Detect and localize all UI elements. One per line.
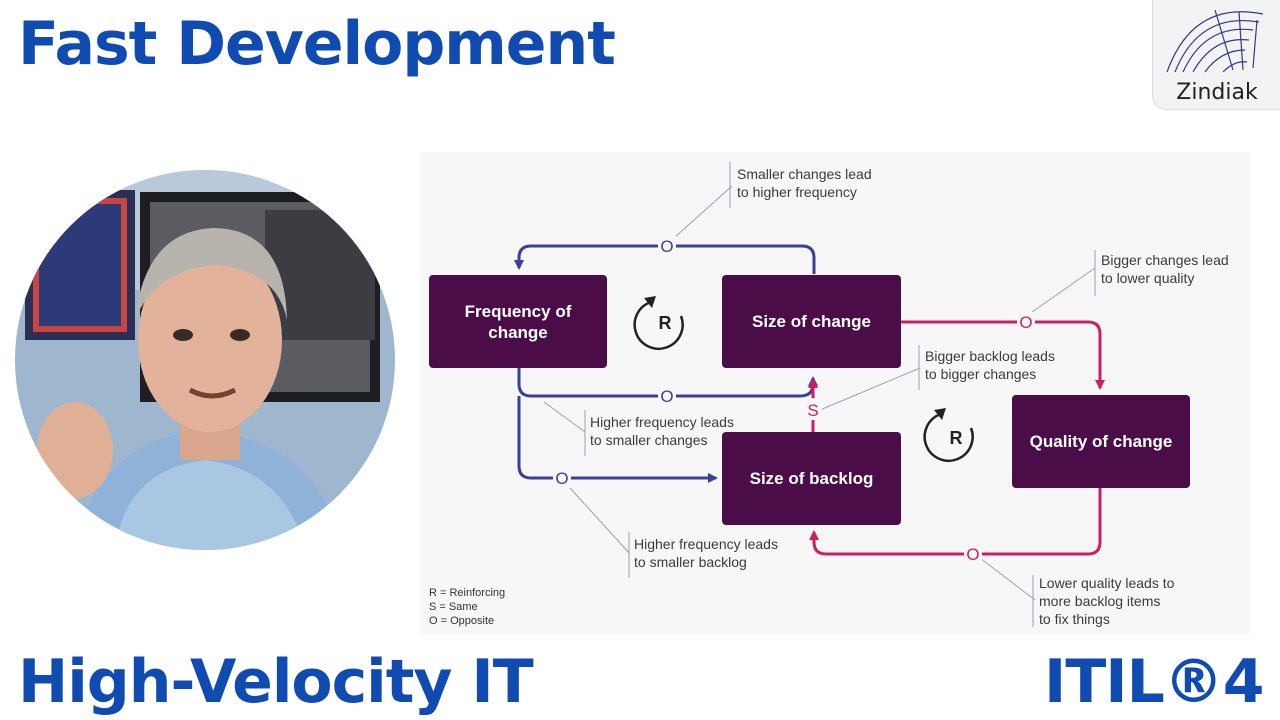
label-backlog-to-size: S bbox=[807, 401, 818, 420]
label-size-to-frequency: O bbox=[660, 237, 673, 256]
annotation-bigger-backlog: Bigger backlog leads to bigger changes bbox=[925, 348, 1055, 382]
legend-reinforcing: R = Reinforcing bbox=[429, 587, 506, 599]
title-fast-development: Fast Development bbox=[18, 9, 616, 79]
loop-marker-left: R bbox=[659, 313, 672, 333]
label-frequency-to-backlog: O bbox=[555, 469, 568, 488]
label-quality-to-backlog: O bbox=[966, 545, 979, 564]
label-size-to-quality: O bbox=[1019, 313, 1032, 332]
label-frequency-to-size: O bbox=[660, 387, 673, 406]
loop-icon: R bbox=[633, 296, 684, 350]
annotation-bigger-changes: Bigger changes lead to lower quality bbox=[1101, 252, 1229, 286]
annotation-smaller-changes: Smaller changes lead to higher frequency bbox=[737, 166, 872, 200]
loop-marker-right: R bbox=[950, 428, 963, 448]
loop-icon: R bbox=[923, 408, 974, 462]
annotation-higher-frequency-changes: Higher frequency leads to smaller change… bbox=[590, 414, 734, 448]
title-high-velocity-it: High-Velocity IT bbox=[18, 647, 534, 717]
spiral-icon bbox=[1166, 9, 1264, 73]
edge-quality-to-backlog bbox=[809, 488, 1102, 556]
edge-frequency-to-backlog bbox=[517, 396, 718, 483]
node-quality-of-change: Quality of change bbox=[1012, 395, 1190, 488]
title-itil4: ITIL®4 bbox=[1044, 647, 1265, 717]
legend-same: S = Same bbox=[429, 601, 478, 613]
node-size-of-backlog: Size of backlog bbox=[722, 432, 901, 525]
logo-text: Zindiak bbox=[1176, 80, 1258, 105]
zindiak-logo: Zindiak bbox=[1152, 0, 1280, 110]
node-size-of-change: Size of change bbox=[722, 275, 901, 368]
edge-size-to-quality bbox=[901, 320, 1105, 390]
legend-opposite: O = Opposite bbox=[429, 615, 495, 627]
node-frequency-of-change: Frequency of change bbox=[429, 275, 607, 368]
annotation-higher-frequency-backlog: Higher frequency leads to smaller backlo… bbox=[634, 536, 778, 570]
annotation-lower-quality: Lower quality leads to more backlog item… bbox=[1039, 575, 1175, 627]
